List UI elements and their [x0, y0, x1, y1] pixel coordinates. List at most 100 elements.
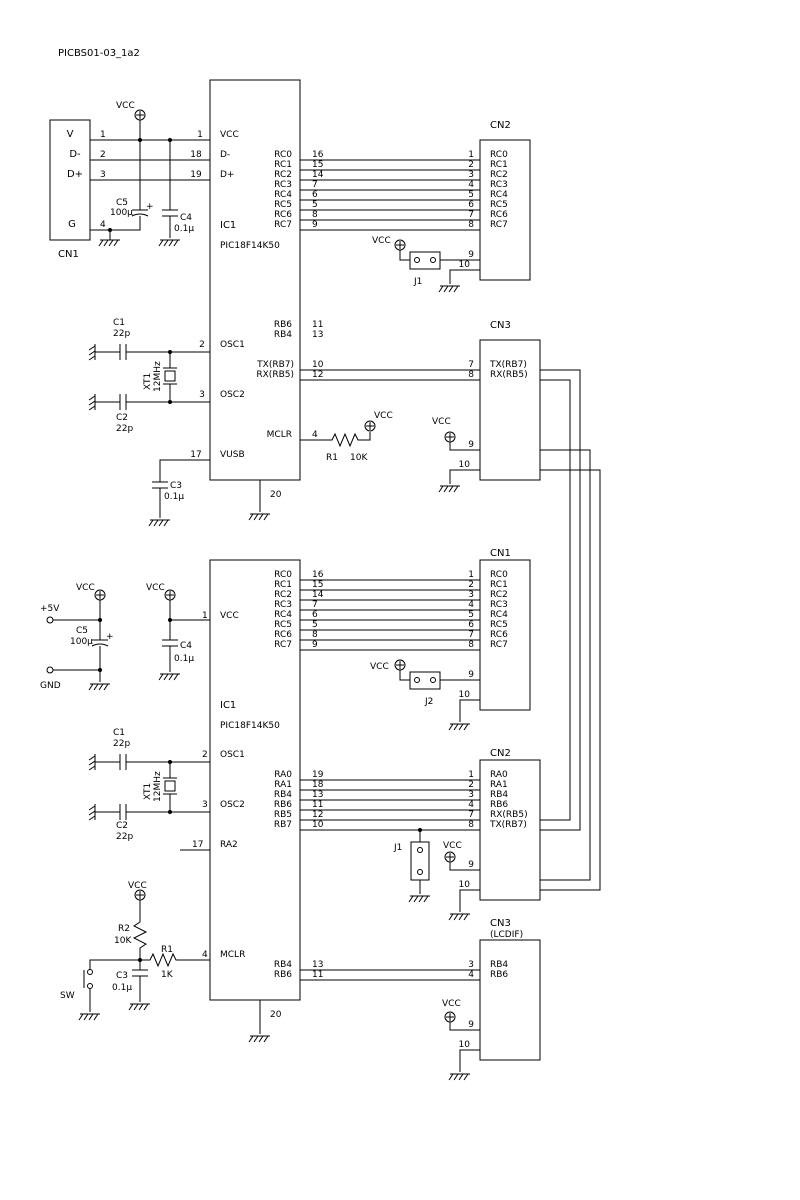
c2-ref: C2 [116, 413, 128, 423]
pin-name: RC7 [274, 640, 292, 650]
cn2-pin-num: 4 [468, 180, 474, 190]
ground-icon [128, 1003, 151, 1011]
pin-num: 13 [312, 960, 323, 970]
c5-value: 100μ [70, 637, 93, 647]
r1-ref: R1 [326, 453, 338, 463]
upper-cn1-ref: CN1 [58, 249, 79, 260]
pin-num: 15 [312, 580, 323, 590]
cn1-pin-label: RC4 [490, 610, 508, 620]
cn1-pin-label: RC7 [490, 640, 508, 650]
upper-cn1-pin-label: G [68, 219, 76, 230]
j2-ref: J2 [424, 697, 433, 707]
lower-ic-ref: IC1 [220, 700, 236, 711]
pin-name: RB4 [274, 960, 292, 970]
xt1-ref: XT1 [143, 783, 153, 800]
upper-ic-part: PIC18F14K50 [220, 241, 280, 251]
cross-link-lines [540, 369, 601, 891]
upper-rc-bus [300, 159, 480, 231]
c1-value: 22p [113, 739, 130, 749]
cn1-pin-num: 7 [468, 630, 474, 640]
c3-ref: C3 [170, 481, 182, 491]
c2-ref: C2 [116, 821, 128, 831]
cn2-pin-num: 1 [468, 150, 474, 160]
usb-lines [90, 139, 210, 240]
r1-ref: R1 [161, 945, 173, 955]
pin-num: 1 [197, 130, 203, 140]
ground-icon [88, 753, 96, 771]
pin-name: RC5 [274, 620, 292, 630]
upper-ic-right-pin-names: RC0 RC1 RC2 RC3 RC4 RC5 RC6 RC7 RB6 RB4 … [256, 150, 294, 440]
vcc-icon [444, 1011, 456, 1023]
j1-ref: J1 [413, 277, 422, 287]
pin-num: 17 [190, 450, 201, 460]
cn2-pin-num: 10 [459, 880, 471, 890]
ground-icon [408, 895, 431, 903]
pin-num: 11 [312, 970, 323, 980]
lower-cn1-ref: CN1 [490, 548, 511, 559]
sw-label: SW [60, 991, 75, 1001]
cn3-pin-num: 3 [468, 960, 474, 970]
c4-value: 0.1μ [174, 224, 194, 234]
c5-plus: + [106, 632, 114, 642]
c4-symbol [162, 209, 178, 238]
pin-name: RB6 [274, 800, 292, 810]
cn2-pin-num: 2 [468, 780, 474, 790]
cn3-pin-label: RB6 [490, 970, 508, 980]
upper-ic-right-pin-nums: 16 15 14 7 6 5 8 9 11 13 10 12 4 20 [270, 150, 324, 500]
pin-name: RC1 [274, 160, 292, 170]
pin-num: 8 [312, 210, 318, 220]
vcc-label: VCC [372, 236, 391, 246]
c3-value: 0.1μ [112, 983, 132, 993]
pin-num: 7 [312, 180, 318, 190]
cn2-pin-num: 8 [468, 220, 474, 230]
vcc-label: VCC [370, 662, 389, 672]
upper-schematic: IC1 PIC18F14K50 VCC 1 D- 18 D+ 19 OSC1 2… [49, 79, 541, 527]
pin-name: RB7 [274, 820, 292, 830]
ground-icon [448, 913, 471, 921]
vcc-icon [94, 589, 106, 601]
c4-ref: C4 [180, 213, 192, 223]
cn3-pin-label: TX(RB7) [489, 360, 527, 370]
lower-schematic: IC1 PIC18F14K50 VCC 1 OSC1 2 OSC2 3 RA2 … [40, 548, 541, 1081]
cn2-pin-num: 9 [468, 860, 474, 870]
cn2-pin-num: 8 [468, 820, 474, 830]
pin-name: VCC [220, 611, 239, 621]
vcc-label: VCC [128, 881, 147, 891]
cn2-pin-label: RC0 [490, 150, 508, 160]
upper-ic-ref: IC1 [220, 220, 236, 231]
cn3-pin-num: 9 [468, 440, 474, 450]
pin-name: TX(RB7) [256, 360, 294, 370]
pin-num: 18 [312, 780, 324, 790]
pin-num: 11 [312, 800, 323, 810]
upper-cn1-pin-label: D+ [67, 169, 83, 180]
cn2-pin-label: RC5 [490, 200, 508, 210]
r2-value: 10K [114, 936, 132, 946]
pin-num: 16 [312, 570, 324, 580]
ground-icon [78, 1013, 101, 1021]
cn3-pin-num: 4 [468, 970, 474, 980]
pin-num: 2 [199, 340, 205, 350]
c2-value: 22p [116, 832, 133, 842]
cn2-pin-label: RC4 [490, 190, 508, 200]
pin-name: D+ [220, 170, 234, 180]
pin-num: 5 [312, 200, 318, 210]
c2-value: 22p [116, 424, 133, 434]
xt1-value: 12MHz [153, 771, 163, 802]
ground-icon [88, 343, 96, 361]
cn3-pin-label: RB4 [490, 960, 508, 970]
cn2-pin-label: RA0 [490, 770, 508, 780]
ground-icon [158, 673, 181, 681]
pin-num: 14 [312, 170, 324, 180]
vcc-icon [444, 431, 456, 443]
vcc-icon [164, 589, 176, 601]
cn1-pin-num: 1 [468, 570, 474, 580]
vcc-label: VCC [432, 417, 451, 427]
vcc-icon [134, 109, 146, 121]
pin-name: VUSB [220, 450, 245, 460]
c5-symbol [131, 209, 149, 222]
upper-cn2-body [479, 139, 531, 281]
pin-name: RC2 [274, 590, 292, 600]
pin-name: RC4 [274, 610, 292, 620]
upper-cn1-pin-num: 1 [100, 130, 106, 140]
